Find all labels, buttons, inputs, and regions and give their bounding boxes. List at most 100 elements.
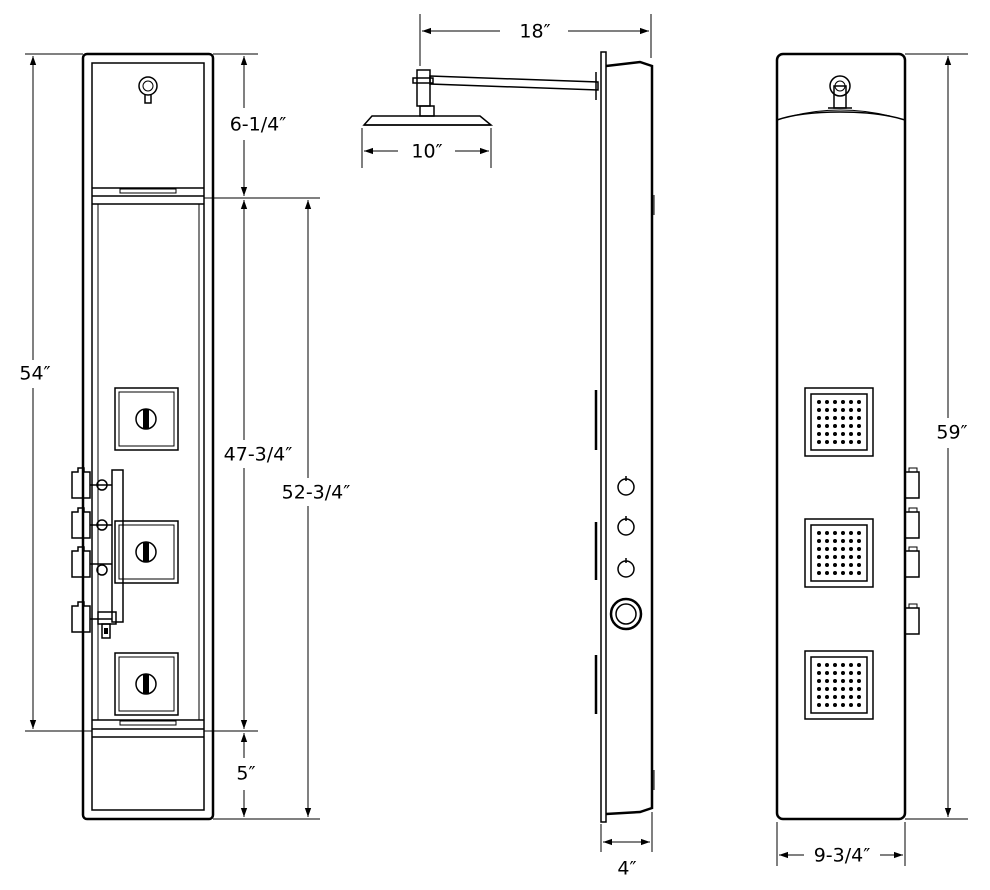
nozzle-dot xyxy=(833,571,837,575)
nozzle-dot xyxy=(817,555,821,559)
nozzle-dot xyxy=(841,408,845,412)
nozzle-dot xyxy=(817,416,821,420)
nozzle-dot xyxy=(857,531,861,535)
nozzle-dot xyxy=(825,408,829,412)
nozzle-dot xyxy=(833,531,837,535)
nozzle-dot xyxy=(825,679,829,683)
dim-front-top-section: 6-1/4″ xyxy=(230,114,287,136)
dim-arm-length: 18″ xyxy=(519,21,550,43)
nozzle-dot xyxy=(857,695,861,699)
nozzle-dot xyxy=(849,531,853,535)
nozzle-dot xyxy=(833,416,837,420)
dim-front-bottom-section: 5″ xyxy=(236,763,255,785)
nozzle-dot xyxy=(841,703,845,707)
dim-front-total-height: 54″ xyxy=(19,363,50,385)
lower-shelf xyxy=(92,719,204,738)
nozzle-dot xyxy=(833,400,837,404)
side-control-knobs xyxy=(609,476,643,631)
nozzle-dot xyxy=(857,571,861,575)
nozzle-dot xyxy=(849,563,853,567)
front-jet-3 xyxy=(114,652,179,716)
nozzle-dot xyxy=(825,687,829,691)
nozzle-dot xyxy=(825,400,829,404)
nozzle-dot xyxy=(833,424,837,428)
nozzle-dot xyxy=(817,671,821,675)
nozzle-dot xyxy=(841,663,845,667)
dim-front-lower-span: 52-3/4″ xyxy=(282,482,351,504)
front-jet-1 xyxy=(114,387,179,451)
back-valve-handles xyxy=(905,467,920,635)
nozzle-dot xyxy=(857,440,861,444)
nozzle-dot xyxy=(849,687,853,691)
nozzle-dot xyxy=(817,679,821,683)
nozzle-dot xyxy=(849,432,853,436)
nozzle-dot xyxy=(849,400,853,404)
nozzle-dot xyxy=(817,408,821,412)
nozzle-dot xyxy=(849,555,853,559)
nozzle-dot xyxy=(849,539,853,543)
nozzle-dot xyxy=(857,416,861,420)
nozzle-dot xyxy=(849,671,853,675)
nozzle-dot xyxy=(857,547,861,551)
nozzle-dot xyxy=(841,555,845,559)
nozzle-dot xyxy=(841,563,845,567)
nozzle-dot xyxy=(817,531,821,535)
back-body-jet-3 xyxy=(804,650,874,720)
nozzle-dot xyxy=(817,695,821,699)
nozzle-dot xyxy=(857,703,861,707)
nozzle-dot xyxy=(841,687,845,691)
nozzle-dot xyxy=(857,539,861,543)
nozzle-dot xyxy=(825,695,829,699)
nozzle-dot xyxy=(833,547,837,551)
nozzle-dot xyxy=(817,440,821,444)
front-panel-outline xyxy=(81,52,215,821)
side-view xyxy=(361,14,655,852)
dim-front-middle-section: 47-3/4″ xyxy=(224,444,293,466)
nozzle-dot xyxy=(825,531,829,535)
nozzle-dot xyxy=(825,416,829,420)
nozzle-dot xyxy=(825,663,829,667)
nozzle-dot xyxy=(849,663,853,667)
dim-panel-depth: 4″ xyxy=(617,858,636,880)
nozzle-dot xyxy=(817,687,821,691)
dim-head-diameter: 10″ xyxy=(411,141,442,163)
nozzle-dot xyxy=(833,440,837,444)
nozzle-dot xyxy=(817,563,821,567)
nozzle-dot xyxy=(857,400,861,404)
nozzle-dot xyxy=(833,555,837,559)
back-body-jet-2 xyxy=(804,518,874,588)
nozzle-dot xyxy=(817,547,821,551)
nozzle-dot xyxy=(833,671,837,675)
nozzle-dot xyxy=(841,440,845,444)
nozzle-dot xyxy=(841,416,845,420)
nozzle-dot xyxy=(857,663,861,667)
nozzle-dot xyxy=(849,424,853,428)
nozzle-dot xyxy=(817,400,821,404)
nozzle-dot xyxy=(817,663,821,667)
nozzle-dot xyxy=(849,547,853,551)
nozzle-dot xyxy=(841,424,845,428)
shower-arm xyxy=(412,69,599,107)
nozzle-dot xyxy=(825,432,829,436)
nozzle-dot xyxy=(857,432,861,436)
front-panel-inner-outline xyxy=(91,62,205,811)
nozzle-dot xyxy=(841,531,845,535)
nozzle-dot xyxy=(841,679,845,683)
back-top-connector-icon xyxy=(828,75,852,109)
nozzle-dot xyxy=(857,671,861,675)
nozzle-dot xyxy=(833,408,837,412)
upper-shelf xyxy=(92,187,204,720)
nozzle-dot xyxy=(841,571,845,575)
nozzle-dot xyxy=(857,424,861,428)
nozzle-dot xyxy=(825,547,829,551)
nozzle-dot xyxy=(841,400,845,404)
nozzle-dot xyxy=(841,671,845,675)
nozzle-dot xyxy=(849,408,853,412)
nozzle-dot xyxy=(825,539,829,543)
nozzle-dot xyxy=(857,687,861,691)
nozzle-dot xyxy=(825,563,829,567)
back-body-jet-1 xyxy=(804,387,874,457)
nozzle-dot xyxy=(817,703,821,707)
nozzle-dot xyxy=(825,424,829,428)
